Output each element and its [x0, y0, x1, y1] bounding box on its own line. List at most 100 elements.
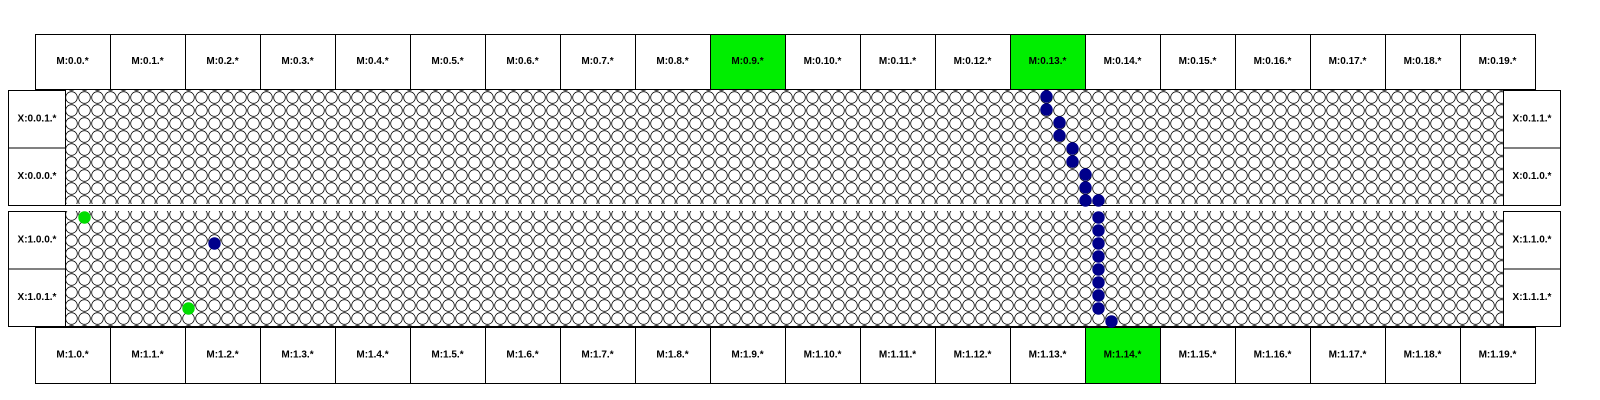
top-module-box — [1160, 34, 1236, 90]
top-module-label: M:0.5.* — [431, 56, 463, 67]
top-module-box — [635, 34, 711, 90]
bottom-module-label: M:1.13.* — [1029, 350, 1067, 361]
module-boxes — [35, 34, 1536, 384]
bottom-module-label: M:1.4.* — [356, 350, 388, 361]
blue-connection-dot — [1092, 276, 1105, 289]
bottom-module-box — [35, 327, 111, 384]
top-module-label: M:0.15.* — [1179, 56, 1217, 67]
connection-dots — [78, 90, 1118, 328]
bottom-module-box — [1235, 327, 1311, 384]
top-module-label: M:0.10.* — [804, 56, 842, 67]
crossbar-grid — [65, 211, 1507, 326]
bottom-module-label: M:1.17.* — [1329, 350, 1367, 361]
blue-connection-dot — [1040, 90, 1053, 103]
left-port-box — [8, 147, 66, 206]
right-port-label: X:1.1.1.* — [1513, 292, 1552, 303]
bottom-module-box — [1310, 327, 1386, 384]
bottom-module-label: M:1.1.* — [131, 350, 163, 361]
blue-connection-dot — [1092, 194, 1105, 207]
right-port-box — [1503, 90, 1561, 149]
bottom-module-box — [110, 327, 186, 384]
bottom-module-label: M:1.16.* — [1254, 350, 1292, 361]
top-module-box — [860, 34, 936, 90]
left-port-label: X:0.0.0.* — [18, 171, 57, 182]
top-module-label: M:0.6.* — [506, 56, 538, 67]
bottom-module-label: M:1.12.* — [954, 350, 992, 361]
top-module-box — [710, 34, 786, 90]
top-module-box — [335, 34, 411, 90]
blue-connection-dot — [1066, 155, 1079, 168]
left-port-box — [8, 268, 66, 327]
bottom-module-label: M:1.15.* — [1179, 350, 1217, 361]
top-module-label: M:0.19.* — [1479, 56, 1517, 67]
bottom-module-label: M:1.18.* — [1404, 350, 1442, 361]
blue-connection-dot — [1092, 302, 1105, 315]
top-module-label: M:0.9.* — [731, 56, 763, 67]
top-module-box — [110, 34, 186, 90]
top-module-label: M:0.17.* — [1329, 56, 1367, 67]
top-module-label: M:0.7.* — [581, 56, 613, 67]
left-port-label: X:0.0.1.* — [18, 113, 57, 124]
top-module-box — [185, 34, 261, 90]
bottom-module-box — [185, 327, 261, 384]
bottom-module-label: M:1.7.* — [581, 350, 613, 361]
top-module-box — [1235, 34, 1311, 90]
bottom-module-label: M:1.10.* — [804, 350, 842, 361]
bottom-module-label: M:1.3.* — [281, 350, 313, 361]
right-port-box — [1503, 268, 1561, 327]
bottom-module-label: M:1.11.* — [879, 350, 916, 361]
top-module-label: M:0.4.* — [356, 56, 388, 67]
blue-connection-dot — [1079, 194, 1092, 207]
left-port-label: X:1.0.1.* — [18, 292, 57, 303]
crossbar-grid — [65, 90, 1507, 204]
left-port-box — [8, 90, 66, 149]
bottom-module-box — [1085, 327, 1161, 384]
bottom-module-label: M:1.14.* — [1104, 350, 1142, 361]
left-port-box — [8, 211, 66, 270]
blue-connection-dot — [208, 237, 221, 250]
blue-connection-dot — [1092, 211, 1105, 224]
top-module-label: M:0.16.* — [1254, 56, 1292, 67]
top-module-label: M:0.1.* — [131, 56, 163, 67]
crossbar-panels — [8, 90, 1561, 327]
top-module-box — [1310, 34, 1386, 90]
top-module-box — [785, 34, 861, 90]
bottom-module-box — [1160, 327, 1236, 384]
top-module-label: M:0.2.* — [206, 56, 238, 67]
bottom-module-label: M:1.6.* — [506, 350, 538, 361]
green-connection-dot — [78, 211, 91, 224]
top-module-label: M:0.3.* — [281, 56, 313, 67]
bottom-module-box — [710, 327, 786, 384]
top-module-box — [35, 34, 111, 90]
blue-connection-dot — [1053, 116, 1066, 129]
blue-connection-dot — [1079, 168, 1092, 181]
bottom-module-label: M:1.19.* — [1479, 350, 1517, 361]
top-module-label: M:0.13.* — [1029, 56, 1067, 67]
blue-connection-dot — [1092, 224, 1105, 237]
labels: M:0.0.*M:0.1.*M:0.2.*M:0.3.*M:0.4.*M:0.5… — [18, 56, 1552, 361]
right-port-box — [1503, 147, 1561, 206]
top-module-label: M:0.11.* — [879, 56, 916, 67]
bottom-module-label: M:1.0.* — [56, 350, 88, 361]
top-module-box — [1385, 34, 1461, 90]
top-module-box — [1460, 34, 1536, 90]
blue-connection-dot — [1092, 263, 1105, 276]
top-module-label: M:0.18.* — [1404, 56, 1442, 67]
blue-connection-dot — [1053, 129, 1066, 142]
bottom-module-label: M:1.8.* — [656, 350, 688, 361]
bottom-module-box — [1460, 327, 1536, 384]
blue-connection-dot — [1092, 237, 1105, 250]
top-module-box — [260, 34, 336, 90]
blue-connection-dot — [1079, 181, 1092, 194]
bottom-module-box — [635, 327, 711, 384]
top-module-box — [485, 34, 561, 90]
top-module-label: M:0.12.* — [954, 56, 992, 67]
top-module-box — [1085, 34, 1161, 90]
top-module-label: M:0.14.* — [1104, 56, 1142, 67]
right-port-label: X:0.1.1.* — [1513, 113, 1552, 124]
blue-connection-dot — [1105, 315, 1118, 328]
bottom-module-label: M:1.9.* — [731, 350, 763, 361]
top-module-label: M:0.8.* — [656, 56, 688, 67]
top-module-box — [935, 34, 1011, 90]
